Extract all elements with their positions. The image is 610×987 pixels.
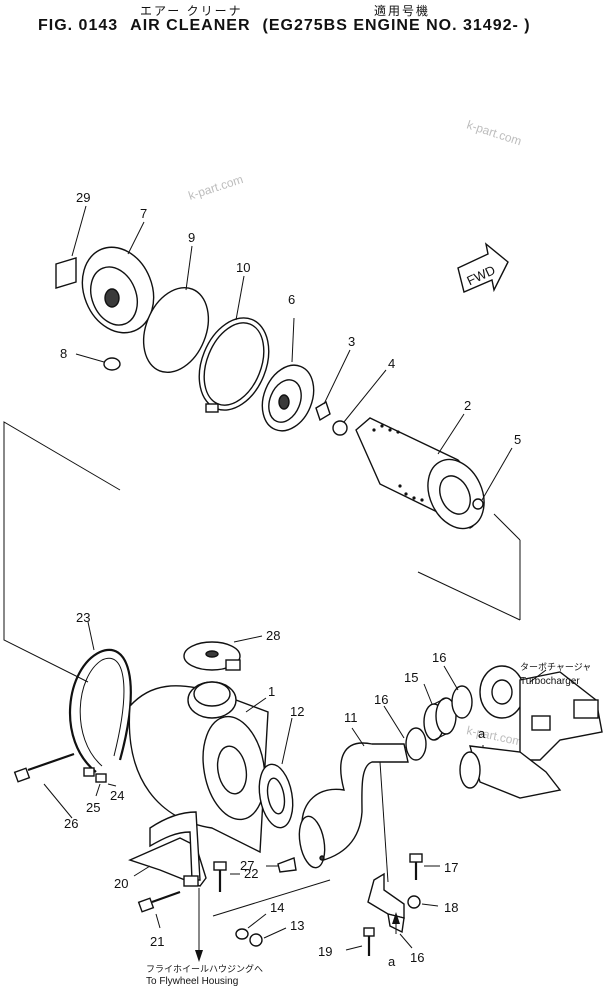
part-18-bolt	[409, 853, 440, 880]
part-4-nut	[332, 369, 387, 436]
callout-21: 20	[114, 876, 128, 891]
callout-12: 12	[290, 704, 304, 719]
part-9-o-ring	[142, 245, 210, 374]
callout-16: 16	[432, 650, 446, 665]
part-17-stay	[367, 872, 413, 949]
callout-3: 3	[348, 334, 355, 349]
part-1-cleaner-body	[128, 681, 269, 854]
part-8-wing-nut	[75, 353, 121, 371]
callout-9: 9	[188, 230, 195, 245]
callout-16: 16	[374, 692, 388, 707]
callout-18: 17	[444, 860, 458, 875]
callout-6: 6	[288, 292, 295, 307]
part-20-bolt	[345, 927, 375, 956]
title-japanese: エアー クリーナ	[140, 4, 243, 18]
part-22-bolt	[137, 890, 181, 929]
part-15-hose	[423, 683, 457, 741]
part-27-bolt	[13, 752, 75, 819]
part-16-hose-clamp	[383, 665, 473, 761]
part-24-mounting-band	[68, 621, 132, 773]
part-6-inner-cover	[261, 317, 315, 432]
callout-14: 14	[270, 900, 284, 915]
callout-20: 19	[318, 944, 332, 959]
applicable-serial-japanese: 適用号機	[374, 4, 431, 18]
reference-a-stay: a	[388, 954, 396, 969]
callout-4: 4	[388, 356, 395, 371]
watermark: k-part.com	[187, 172, 245, 203]
turbocharger-label-jp: ターボチャージャ	[520, 662, 591, 673]
callout-26: 25	[86, 800, 100, 815]
callout-2: 2	[464, 398, 471, 413]
figure-number: FIG. 0143	[38, 17, 119, 34]
callout-8: 8	[60, 346, 67, 361]
callout-13: 13	[290, 918, 304, 933]
part-13-nut	[249, 927, 287, 947]
part-29-top-cap	[183, 635, 263, 671]
callout-11: 11	[344, 710, 358, 725]
flow-arrows	[195, 888, 400, 962]
engine-serial: (EG275BS ENGINE NO. 31492- )	[262, 17, 531, 34]
callout-5: 5	[514, 432, 521, 447]
part-10-band-clamp	[198, 275, 270, 413]
callout-28: 27	[240, 858, 254, 873]
callout-19: 18	[444, 900, 458, 915]
part-3-wing-bolt	[315, 349, 351, 422]
turbocharger	[459, 665, 603, 799]
callout-30: 29	[76, 190, 90, 205]
part-11-intake-pipe	[298, 727, 409, 869]
figure-name: AIR CLEANER	[130, 17, 251, 34]
turbocharger-label: Turbocharger	[520, 676, 580, 687]
callout-22: 21	[150, 934, 164, 949]
figure-title: FIG. 0143 AIR CLEANER (EG275BS ENGINE NO. …	[38, 17, 531, 35]
fwd-direction-badge: FWD	[457, 242, 509, 293]
callout-25: 24	[110, 788, 124, 803]
part-28-cap	[266, 857, 297, 873]
part-2-filter-element	[355, 413, 485, 530]
callout-7: 7	[140, 206, 147, 221]
callout-23: 22	[244, 866, 258, 881]
callout-15: 15	[404, 670, 418, 685]
callout-numbers: 29 7 9 10 8 6 3 4 2 5 23 28 1 12 11 16 1…	[60, 190, 521, 965]
part-7-cover	[81, 221, 155, 334]
callout-27: 26	[64, 816, 78, 831]
part-25-26-spacers	[83, 767, 117, 797]
callout-10: 10	[236, 260, 250, 275]
callout-1: 1	[268, 684, 275, 699]
callout-24: 23	[76, 610, 90, 625]
callout-29: 28	[266, 628, 280, 643]
callout-17: 16	[410, 950, 424, 965]
part-14-washer	[235, 913, 267, 940]
part-21-bracket	[128, 811, 207, 887]
reference-a-turbo: a	[478, 726, 486, 741]
watermark: k-part.com	[465, 118, 523, 149]
part-12-gasket	[258, 717, 294, 829]
part-19-nut	[407, 895, 439, 909]
part-5-washer	[472, 447, 513, 510]
part-23-bolt	[213, 861, 240, 892]
part-30-label	[55, 205, 87, 289]
flywheel-label-jp: フライホイールハウジングへ	[146, 963, 263, 975]
flywheel-label: To Flywheel Housing	[146, 976, 238, 987]
watermark: k-part.com	[465, 723, 523, 748]
